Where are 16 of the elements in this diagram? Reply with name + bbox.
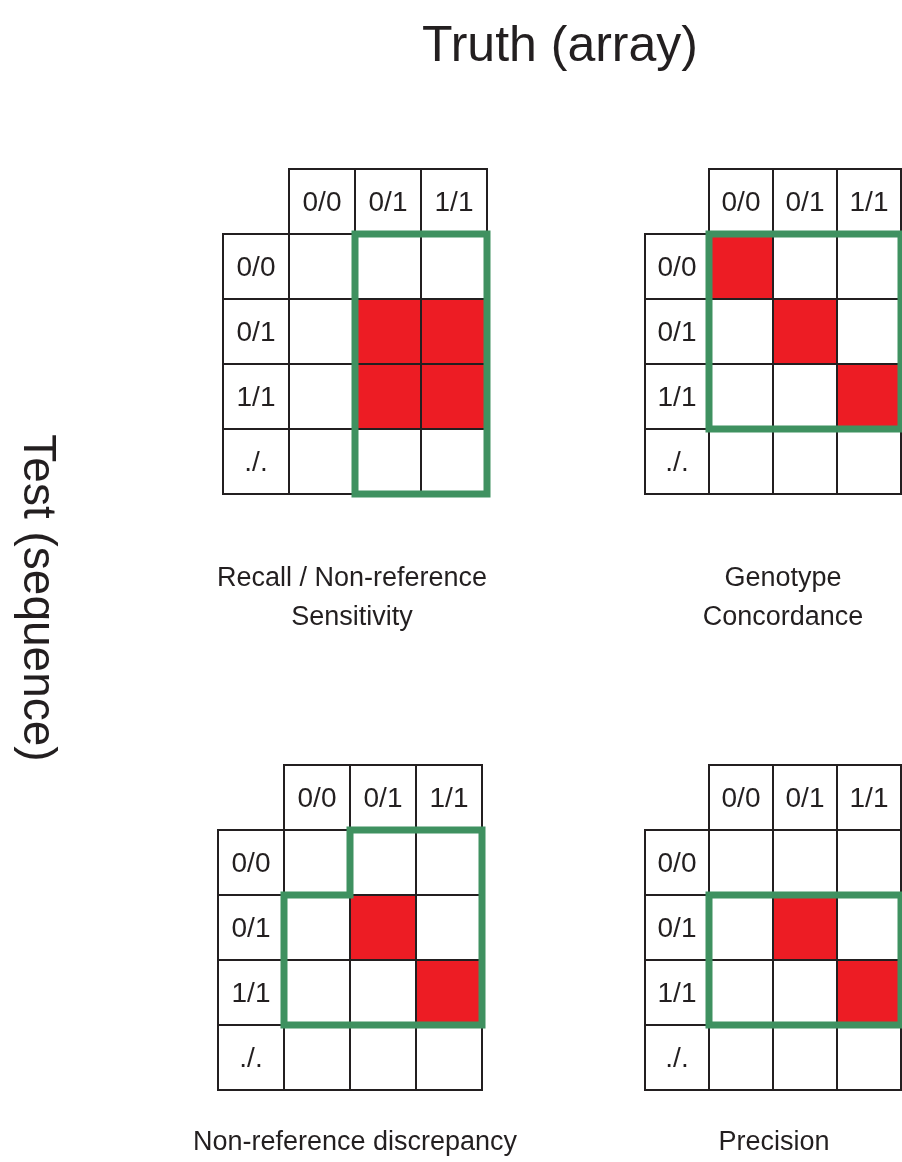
row-header: ./. [644,1024,710,1091]
caption: Recall / Non-reference Sensitivity [215,561,489,634]
row-header: 0/0 [217,829,285,896]
caption: Precision [717,1125,831,1158]
row-header: 0/0 [222,233,290,300]
column-header: 1/1 [836,764,902,831]
row-header: ./. [644,428,710,495]
column-header: 0/0 [288,168,356,235]
column-header: 0/0 [283,764,351,831]
caption: Genotype Concordance [701,561,865,634]
column-header: 0/0 [708,764,774,831]
caption: Non-reference discrepancy [191,1125,519,1158]
row-header: ./. [217,1024,285,1091]
axis-title: Truth (array) [421,15,699,74]
row-header: 0/0 [644,829,710,896]
row-header: ./. [222,428,290,495]
